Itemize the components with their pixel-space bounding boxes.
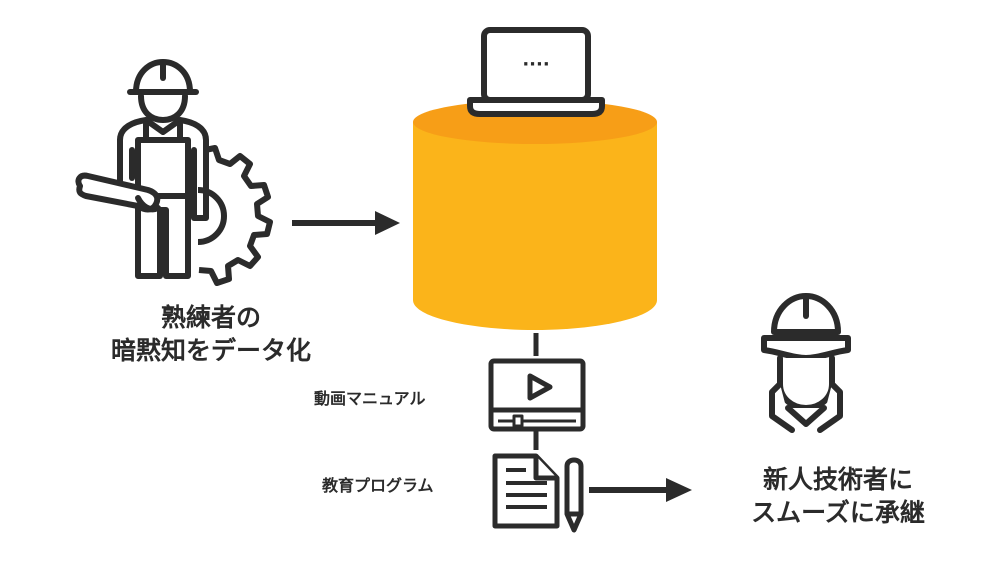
new-technician-label-line1: 新人技術者に xyxy=(762,465,913,494)
video-player-icon xyxy=(488,358,586,432)
new-technician-label-line2: スムーズに承継 xyxy=(751,498,925,527)
education-program-label: 教育プログラム xyxy=(322,476,434,495)
arrow-to-database xyxy=(292,211,400,235)
database-cylinder-icon xyxy=(413,100,657,330)
expert-label-line2: 暗黙知をデータ化 xyxy=(110,336,311,365)
hardhat-worker-head-icon xyxy=(761,293,851,433)
pencil-icon xyxy=(564,457,584,533)
video-manual-label: 動画マニュアル xyxy=(314,389,426,408)
laptop-icon: ···· xyxy=(467,27,605,117)
new-technician-label: 新人技術者に スムーズに承継 xyxy=(688,463,988,529)
laptop-screen-text: ···· xyxy=(522,54,549,75)
worker-with-wrench-icon xyxy=(75,59,209,279)
expert-tacit-knowledge-label: 熟練者の 暗黙知をデータ化 xyxy=(80,301,342,367)
document-icon xyxy=(492,453,560,529)
expert-label-line1: 熟練者の xyxy=(160,303,261,332)
arrow-to-new-technician xyxy=(589,478,692,502)
